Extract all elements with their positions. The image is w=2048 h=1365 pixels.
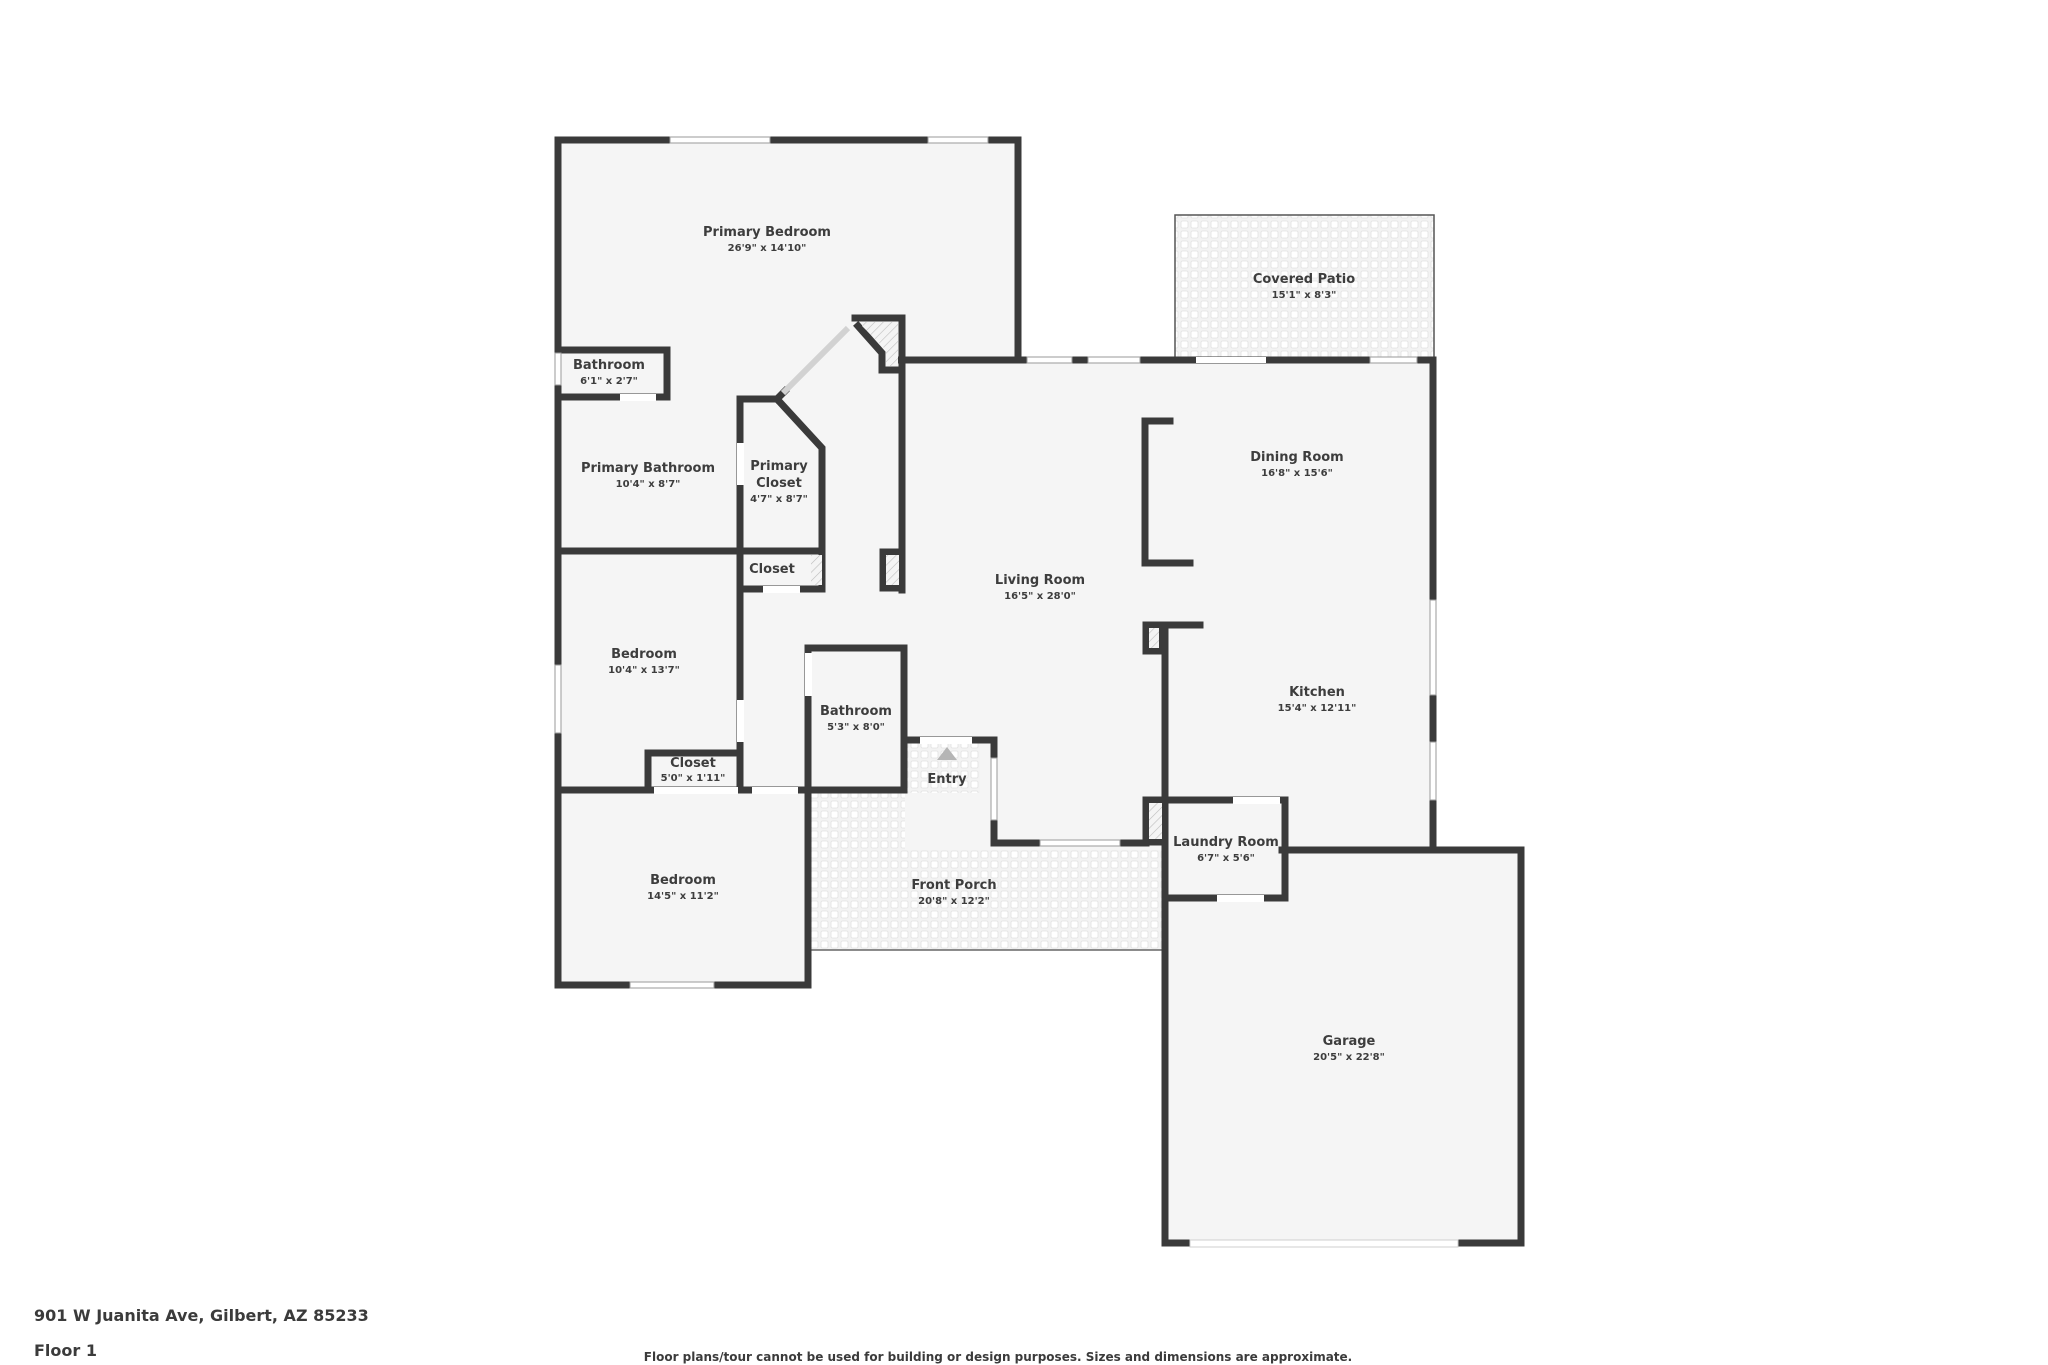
svg-text:14'5" x 11'2": 14'5" x 11'2" [647,891,719,902]
door-openings [620,394,1459,1248]
svg-text:Kitchen: Kitchen [1289,685,1345,700]
svg-text:5'3" x 8'0": 5'3" x 8'0" [827,722,885,733]
svg-text:Primary: Primary [750,459,808,474]
svg-text:15'4" x 12'11": 15'4" x 12'11" [1278,703,1357,714]
room-label-entry: Entry [927,772,967,787]
room-label-laundry-room: Laundry Room 6'7" x 5'6" [1173,835,1279,864]
disclaimer-text: Floor plans/tour cannot be used for buil… [643,1350,1353,1364]
svg-text:6'7" x 5'6": 6'7" x 5'6" [1197,853,1255,864]
entry-floor [900,743,980,793]
room-label-living-room: Living Room 16'5" x 28'0" [995,573,1085,602]
svg-text:Covered Patio: Covered Patio [1253,272,1355,287]
svg-text:Bathroom: Bathroom [573,358,645,373]
svg-text:Bathroom: Bathroom [820,704,892,719]
floor-label: Floor 1 [34,1341,97,1360]
svg-text:5'0" x 1'11": 5'0" x 1'11" [661,773,726,784]
svg-text:Closet: Closet [670,756,716,771]
room-label-kitchen: Kitchen 15'4" x 12'11" [1278,685,1357,714]
svg-text:15'1" x 8'3": 15'1" x 8'3" [1272,290,1337,301]
room-label-bathroom-hall: Bathroom 5'3" x 8'0" [820,704,892,733]
svg-text:Living Room: Living Room [995,573,1085,588]
room-label-closet-bedroom: Closet 5'0" x 1'11" [661,756,726,784]
room-label-dining-room: Dining Room 16'8" x 15'6" [1250,450,1343,479]
svg-text:Garage: Garage [1323,1034,1376,1049]
windows [554,136,1437,989]
svg-text:16'5" x 28'0": 16'5" x 28'0" [1004,591,1076,602]
diagonal-door [780,325,851,396]
property-address: 901 W Juanita Ave, Gilbert, AZ 85233 [34,1306,369,1325]
room-label-bedroom-1: Bedroom 10'4" x 13'7" [608,647,680,676]
svg-text:Dining Room: Dining Room [1250,450,1343,465]
svg-text:Entry: Entry [927,772,967,787]
svg-text:Laundry Room: Laundry Room [1173,835,1279,850]
svg-text:10'4" x 13'7": 10'4" x 13'7" [608,665,680,676]
svg-text:Bedroom: Bedroom [650,873,716,888]
svg-text:6'1" x 2'7": 6'1" x 2'7" [580,376,638,387]
room-label-garage: Garage 20'5" x 22'8" [1313,1034,1385,1063]
covered-patio [1174,214,1435,361]
room-label-covered-patio: Covered Patio 15'1" x 8'3" [1253,272,1355,301]
svg-text:10'4" x 8'7": 10'4" x 8'7" [616,479,681,490]
room-label-bathroom-small: Bathroom 6'1" x 2'7" [573,358,645,387]
svg-text:Primary Bedroom: Primary Bedroom [703,225,831,240]
svg-text:4'7" x 8'7": 4'7" x 8'7" [750,494,808,505]
disclaimer: Floor plans/tour cannot be used for buil… [0,1350,2048,1364]
room-label-primary-bedroom: Primary Bedroom 26'9" x 14'10" [703,225,831,254]
svg-text:Closet: Closet [749,562,795,577]
hatched-chases [811,322,1162,839]
room-label-primary-closet: Primary Closet 4'7" x 8'7" [750,459,808,505]
room-label-closet-hall: Closet [749,562,795,577]
svg-text:26'9" x 14'10": 26'9" x 14'10" [728,243,807,254]
entry-arrow-icon [937,747,957,760]
room-label-primary-bathroom: Primary Bathroom 10'4" x 8'7" [581,461,715,490]
svg-text:Bedroom: Bedroom [611,647,677,662]
svg-text:Front Porch: Front Porch [911,878,996,893]
svg-text:20'8" x 12'2": 20'8" x 12'2" [918,896,990,907]
svg-text:Closet: Closet [756,476,802,491]
svg-text:20'5" x 22'8": 20'5" x 22'8" [1313,1052,1385,1063]
svg-text:16'8" x 15'6": 16'8" x 15'6" [1261,468,1333,479]
room-label-bedroom-2: Bedroom 14'5" x 11'2" [647,873,719,902]
svg-text:Primary Bathroom: Primary Bathroom [581,461,715,476]
room-label-front-porch: Front Porch 20'8" x 12'2" [911,878,996,907]
